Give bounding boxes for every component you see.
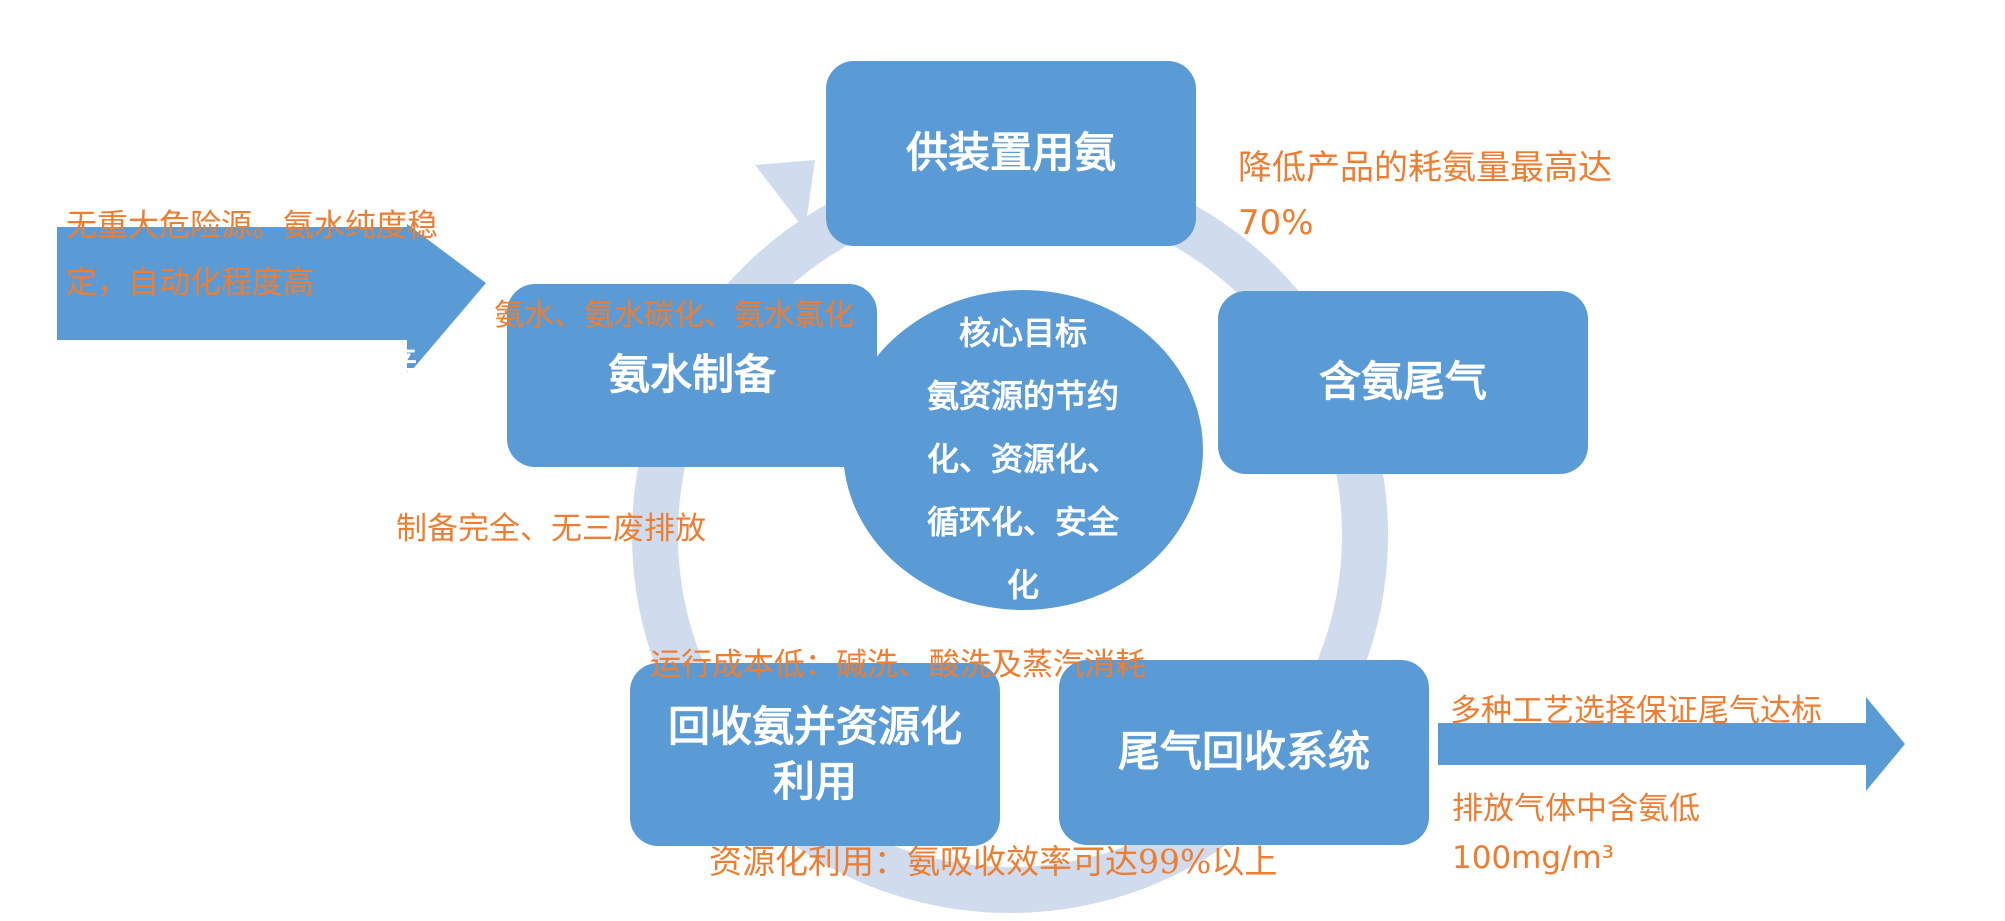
- consumption-note-line1: 降低产品的耗氨量最高达: [1238, 148, 1612, 188]
- node-tail-recovery: 尾气回收系统: [1059, 660, 1429, 845]
- core-goal-circle: 核心目标 氨资源的节约 化、资源化、 循环化、安全 化: [843, 290, 1203, 610]
- node-supply-ammonia-label: 供装置用氨: [905, 128, 1116, 178]
- core-goal-line: 化、资源化、: [926, 440, 1119, 478]
- tail-standard-note: 多种工艺选择保证尾气达标: [1450, 693, 1822, 729]
- core-goal-line: 氨资源的节约: [926, 377, 1119, 415]
- emission-note-line2: 100mg/m³: [1452, 840, 1615, 876]
- preparation-note: 制备完全、无三废排放: [396, 511, 706, 547]
- core-goal-line: 化: [1006, 566, 1039, 604]
- outlet-arrow: [1438, 697, 1905, 791]
- inlet-arrow-shape: [57, 224, 486, 376]
- node-recycle-label-line2: 利用: [772, 756, 857, 806]
- node-ammonia-water-label: 氨水制备: [607, 350, 776, 400]
- node-supply-ammonia: 供装置用氨: [826, 61, 1196, 246]
- node-tail-gas: 含氨尾气: [1218, 291, 1588, 474]
- core-goal-line: 循环化、安全: [926, 503, 1119, 541]
- operating-cost-note: 运行成本低：碱洗、酸洗及蒸汽消耗: [650, 647, 1146, 683]
- node-tail-gas-label: 含氨尾气: [1318, 357, 1487, 407]
- node-recycle-label-line1: 回收氨并资源化: [667, 701, 962, 751]
- emission-note-line1: 排放气体中含氨低: [1452, 791, 1700, 827]
- ammonia-water-products-note: 氨水、氨水碳化、氨水氯化: [494, 298, 854, 333]
- node-ammonia-water: 氨水制备: [507, 284, 877, 467]
- inlet-note-line2: 定，自动化程度高: [66, 265, 314, 301]
- node-recycle: 回收氨并资源化 利用: [630, 663, 1000, 846]
- node-tail-recovery-label: 尾气回收系统: [1117, 727, 1370, 777]
- consumption-note-line2: 70%: [1238, 203, 1314, 243]
- inlet-note-line1: 无重大危险源。氨水纯度稳: [66, 208, 438, 244]
- cycle-arrowhead: [755, 160, 815, 230]
- recovery-efficiency-note: 资源化利用：氨吸收效率可达99%以上: [709, 842, 1278, 881]
- inlet-arrow-label: 液氨槽车在线直接: [66, 342, 418, 393]
- core-goal-title: 核心目标: [958, 314, 1087, 352]
